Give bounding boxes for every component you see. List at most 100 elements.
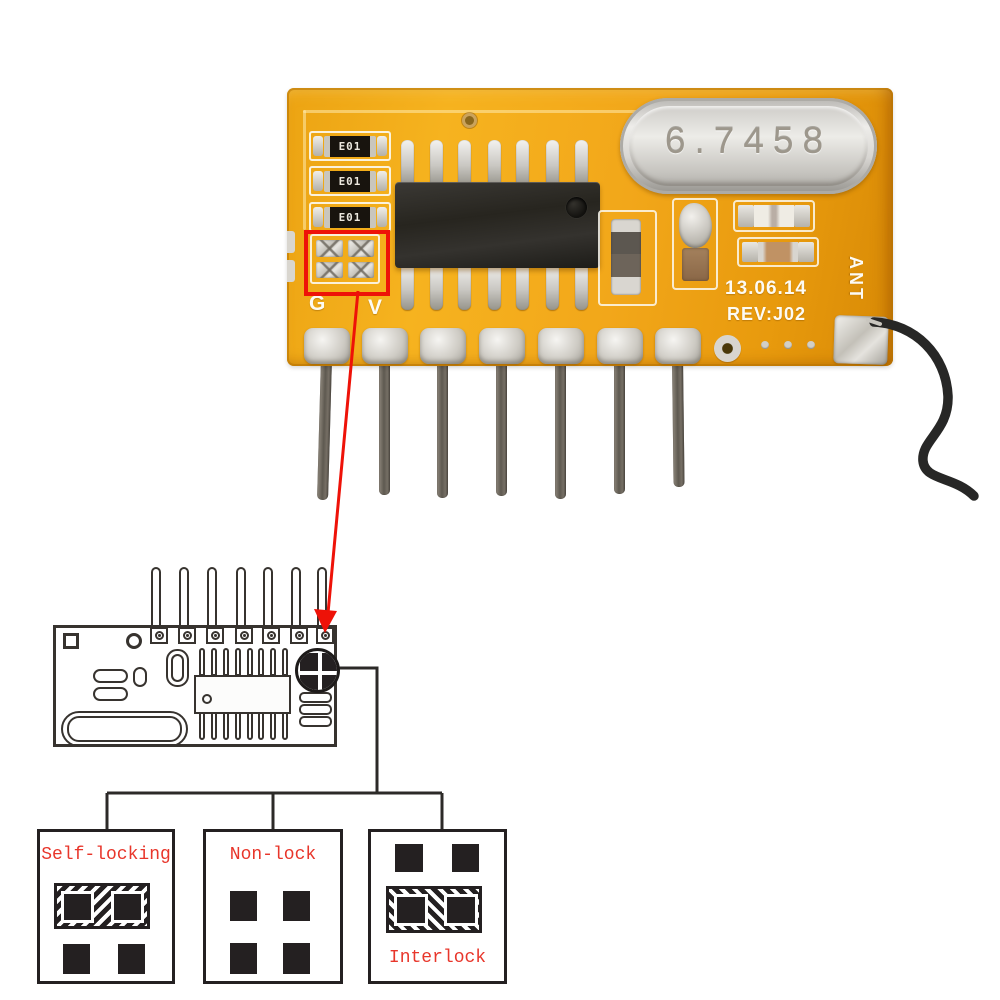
date-code: 13.06.14 <box>725 278 807 299</box>
option-label: Interlock <box>388 948 487 968</box>
diagram-pin-pad <box>206 627 224 644</box>
ic-lead <box>488 140 501 186</box>
smd-resistor: E01 <box>309 166 391 196</box>
ic-pin1-dot <box>566 197 587 218</box>
ic-lead <box>575 140 588 186</box>
module-line-drawing <box>53 625 340 747</box>
jumper-pad <box>347 240 374 257</box>
diagram-capacitor <box>166 649 189 687</box>
ic-lead <box>575 264 588 310</box>
diagram-pin-pad <box>178 627 196 644</box>
diagram-component <box>133 667 147 687</box>
jumper-pad <box>316 261 343 278</box>
pcb-trace <box>303 110 773 113</box>
revision-label: REV:J02 <box>727 304 807 324</box>
pad-square <box>230 891 257 921</box>
diagram-ic-dot <box>202 694 212 704</box>
solder-end <box>738 205 754 227</box>
diagram-component <box>93 687 128 701</box>
ic-lead <box>401 264 414 310</box>
pad-square <box>64 894 91 920</box>
option-label: Self-locking <box>41 845 171 865</box>
solder-blob <box>377 207 387 227</box>
pad-square <box>395 844 423 872</box>
ic-chip <box>395 182 600 268</box>
solder-bridge-hatched <box>386 886 482 933</box>
option-interlock: Interlock <box>368 829 507 984</box>
via-hole <box>465 116 474 125</box>
pad-square <box>452 844 479 872</box>
solder-pad <box>597 328 643 364</box>
resistor-marking: E01 <box>324 135 376 157</box>
jumper-pad-group <box>310 234 380 284</box>
resistor-marking: E01 <box>324 170 376 192</box>
diagram-pin <box>151 567 161 631</box>
diagram-component <box>299 692 332 703</box>
diagram-pin-pad <box>262 627 280 644</box>
diagram-ic <box>194 675 291 714</box>
smd-component-solder-blob <box>672 198 718 290</box>
pcb-trace <box>303 110 306 230</box>
diagram-crystal <box>61 711 188 747</box>
smd-capacitor-body <box>611 219 641 295</box>
ic-lead <box>546 264 559 310</box>
module-pin <box>437 358 448 498</box>
diagram-pin-pad <box>150 627 168 644</box>
pad-square <box>447 897 475 923</box>
diagram-pin <box>207 567 217 631</box>
solder-bridge-hatched <box>54 883 150 929</box>
smd-resistor: E01 <box>309 131 391 161</box>
fiducial-square <box>63 633 79 649</box>
ic-lead <box>458 264 471 310</box>
test-point <box>784 341 792 349</box>
pin-label-g: G <box>309 292 326 315</box>
option-self-locking: Self-locking <box>37 829 175 984</box>
solder-blob <box>377 136 387 156</box>
smd-capacitor-horizontal <box>737 237 819 267</box>
resistor-marking: E01 <box>324 206 376 228</box>
diagram-pin <box>317 567 327 631</box>
diagram-pin-pad <box>235 627 253 644</box>
pad-square <box>118 944 145 974</box>
jumper-pad <box>316 240 343 257</box>
diagram-component <box>93 669 128 683</box>
highlight-rectangle <box>304 230 390 296</box>
diagram-pin-pad <box>316 627 334 644</box>
ic-lead <box>516 264 529 310</box>
module-pin <box>379 358 390 495</box>
ant-label: ANT <box>846 256 866 302</box>
solder-blob <box>313 207 323 227</box>
ic-lead <box>401 140 414 186</box>
pad-square <box>283 943 310 974</box>
crystal-marking: 6.7458 <box>664 120 833 161</box>
ic-lead <box>430 264 443 310</box>
component-body <box>754 205 794 227</box>
solder-blob <box>377 171 387 191</box>
module-pin <box>496 358 507 496</box>
diagram-jumper-pads <box>295 648 340 693</box>
solder-end <box>798 242 814 262</box>
pad-square <box>397 897 425 923</box>
module-pin <box>555 358 566 499</box>
solder-pad <box>304 328 350 364</box>
crystal-can-top <box>629 106 868 186</box>
solder-pad <box>479 328 525 364</box>
solder-end <box>794 205 810 227</box>
ic-lead <box>516 140 529 186</box>
solder-pad <box>420 328 466 364</box>
diagram-component <box>299 716 332 727</box>
ic-lead <box>458 140 471 186</box>
diagram-pin <box>263 567 273 631</box>
pad-square <box>230 943 257 974</box>
solder-pad <box>538 328 584 364</box>
ic-lead <box>488 264 501 310</box>
diagram-pin <box>179 567 189 631</box>
component-body <box>758 242 798 262</box>
test-point <box>761 341 769 349</box>
diagram-crystal-inner <box>67 716 182 742</box>
mounting-hole <box>126 633 142 649</box>
crystal-oscillator: 6.7458 <box>620 98 877 194</box>
